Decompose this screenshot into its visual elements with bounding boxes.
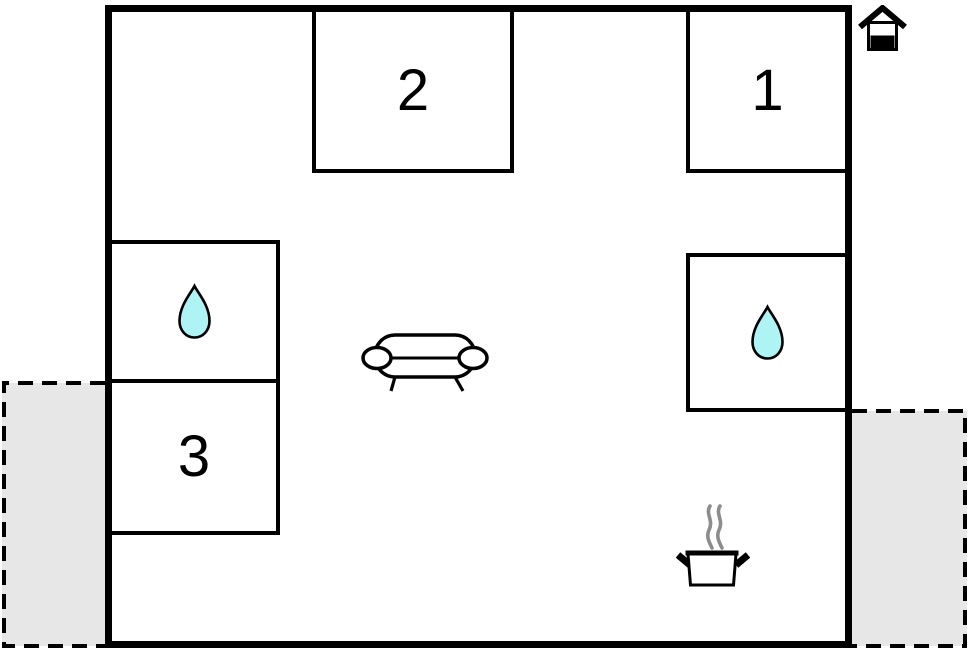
room-3: 3	[112, 383, 280, 535]
terrace-right-dashed-border	[852, 409, 967, 648]
sofa-icon	[361, 333, 489, 392]
house-icon	[858, 5, 907, 51]
water-drop-shape	[177, 282, 211, 339]
pot-body	[686, 552, 738, 587]
house-roof	[858, 5, 907, 30]
room-1: 1	[686, 12, 845, 173]
room-3-label: 3	[177, 424, 211, 489]
terrace-left-fill	[2, 383, 105, 646]
room-2-label: 2	[396, 57, 430, 123]
room-1-label: 1	[751, 57, 784, 123]
room-2: 2	[312, 12, 514, 173]
terrace-right	[852, 409, 967, 648]
water-drop-icon	[177, 282, 211, 339]
sofa-leg-left	[389, 376, 397, 392]
steam-line-icon	[705, 504, 714, 550]
terrace-left	[2, 381, 105, 648]
water-drop-shape	[751, 303, 784, 360]
terrace-left-dashed-border	[2, 381, 105, 648]
sofa-armrest-left	[361, 345, 393, 371]
pot-handle-right	[733, 552, 750, 568]
sofa-leg-right	[453, 376, 465, 392]
bathroom-right	[686, 253, 845, 412]
steam-line-icon	[715, 504, 724, 550]
house-body-fill	[870, 35, 895, 48]
cooking-pot-icon	[676, 504, 750, 587]
sofa-armrest-right	[457, 345, 489, 371]
water-drop-icon	[751, 303, 784, 360]
terrace-right-fill	[852, 411, 967, 646]
plan-outline	[105, 5, 852, 648]
bathroom-left	[112, 240, 280, 383]
